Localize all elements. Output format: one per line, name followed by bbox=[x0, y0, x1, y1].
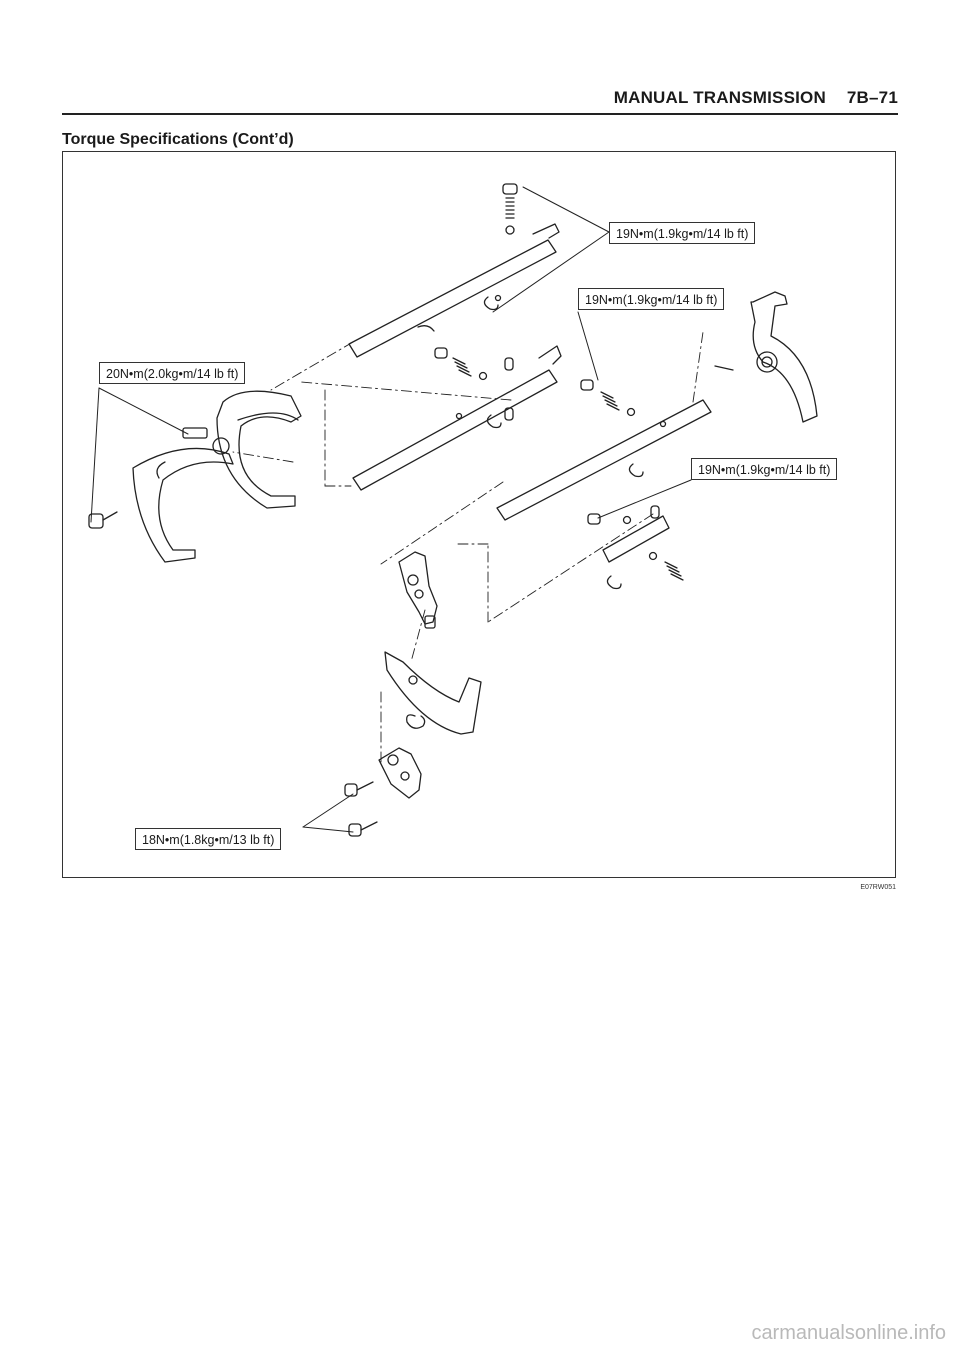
exploded-view-figure: 19N•m(1.9kg•m/14 lb ft) 19N•m(1.9kg•m/14… bbox=[62, 151, 896, 878]
page-header: MANUAL TRANSMISSION 7B–71 bbox=[614, 88, 898, 108]
section-title: MANUAL TRANSMISSION bbox=[613, 88, 826, 107]
bolts-lower bbox=[344, 781, 378, 837]
alignment-lines bbox=[232, 331, 704, 763]
upper-shift-rod bbox=[348, 183, 560, 358]
torque-callout-bottom: 18N•m(1.8kg•m/13 lb ft) bbox=[135, 828, 282, 850]
shift-fork-second bbox=[212, 390, 302, 509]
lower-shift-rod bbox=[496, 379, 712, 521]
middle-shift-rod bbox=[352, 345, 562, 491]
page-title: Torque Specifications (Cont’d) bbox=[62, 131, 294, 148]
torque-callout-upper-middle: 19N•m(1.9kg•m/14 lb ft) bbox=[578, 288, 725, 310]
shift-block bbox=[398, 551, 438, 629]
short-rod bbox=[587, 505, 684, 590]
figure-id: E07RW051 bbox=[860, 884, 896, 891]
shift-lever-fork bbox=[384, 651, 482, 735]
torque-callout-left: 20N•m(2.0kg•m/14 lb ft) bbox=[99, 362, 246, 384]
header-rule bbox=[62, 113, 898, 115]
leader-lines bbox=[90, 186, 692, 833]
watermark: carmanualsonline.info bbox=[751, 1322, 946, 1344]
torque-callout-right: 19N•m(1.9kg•m/14 lb ft) bbox=[691, 458, 838, 480]
shift-rail-assembly-drawing bbox=[88, 183, 818, 837]
page-number: 7B–71 bbox=[846, 88, 898, 107]
shift-fork-left bbox=[88, 427, 234, 563]
snap-ring-lower bbox=[406, 714, 426, 729]
torque-callout-top: 19N•m(1.9kg•m/14 lb ft) bbox=[609, 222, 756, 244]
shift-fork-right bbox=[714, 291, 818, 423]
shift-arm-bracket bbox=[378, 747, 422, 799]
